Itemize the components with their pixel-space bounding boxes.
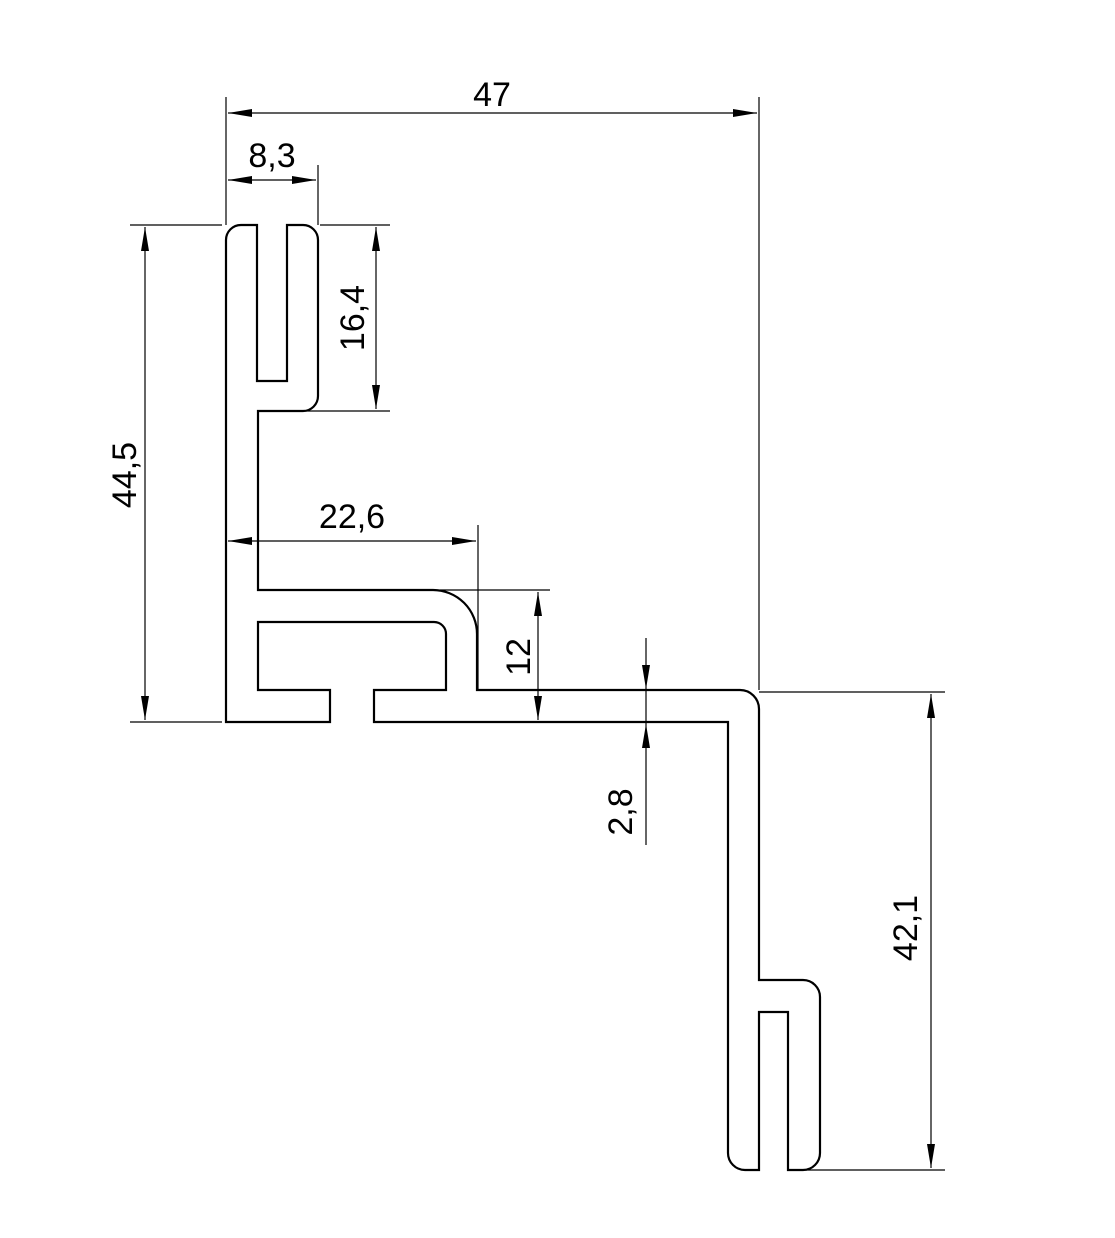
dimension-right-height: 42,1	[759, 691, 945, 1171]
dimension-label-8-3: 8,3	[248, 137, 295, 175]
dimension-wall-thickness: 2,8	[602, 638, 650, 845]
dimension-step-height: 12	[440, 589, 550, 720]
profile-outline	[224, 223, 822, 1172]
dimension-label-16-4: 16,4	[334, 285, 372, 351]
dimension-label-22-6: 22,6	[319, 498, 385, 536]
dimension-overall-width: 47	[225, 76, 760, 690]
dimension-left-height: 44,5	[106, 224, 222, 723]
dimension-label-2-8: 2,8	[602, 788, 640, 835]
dimension-top-slot-width: 8,3	[228, 137, 319, 225]
dimension-label-44-5: 44,5	[106, 442, 144, 508]
dimension-label-12: 12	[500, 638, 538, 676]
dimension-step-width: 22,6	[228, 498, 479, 690]
dimension-label-42-1: 42,1	[887, 895, 925, 961]
dimension-top-slot-depth: 16,4	[290, 224, 390, 412]
dimension-label-47: 47	[473, 76, 511, 114]
